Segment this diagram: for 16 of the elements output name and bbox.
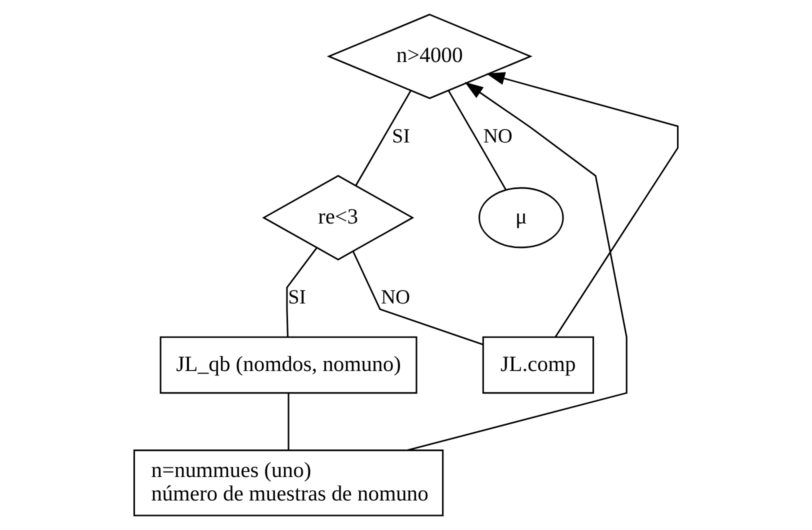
connector [288,393,290,450]
node-box: JL.comp [482,336,594,394]
edge-label: SI [392,125,410,148]
node-box: n=nummues (uno) número de muestras de nomuno [133,450,444,516]
edge-label: SI [288,286,306,309]
connector [352,250,484,346]
node-diamond: re<3 [262,174,414,260]
edge-label: NO [483,125,512,148]
node-box: JL_qb (nomdos, nomuno) [160,336,418,394]
edge-label: NO [380,286,410,309]
node-ellipse: μ [478,187,564,248]
connector [286,247,318,337]
connector [355,90,412,186]
arrow [407,82,628,452]
connector [448,90,507,190]
arrow [486,72,679,338]
